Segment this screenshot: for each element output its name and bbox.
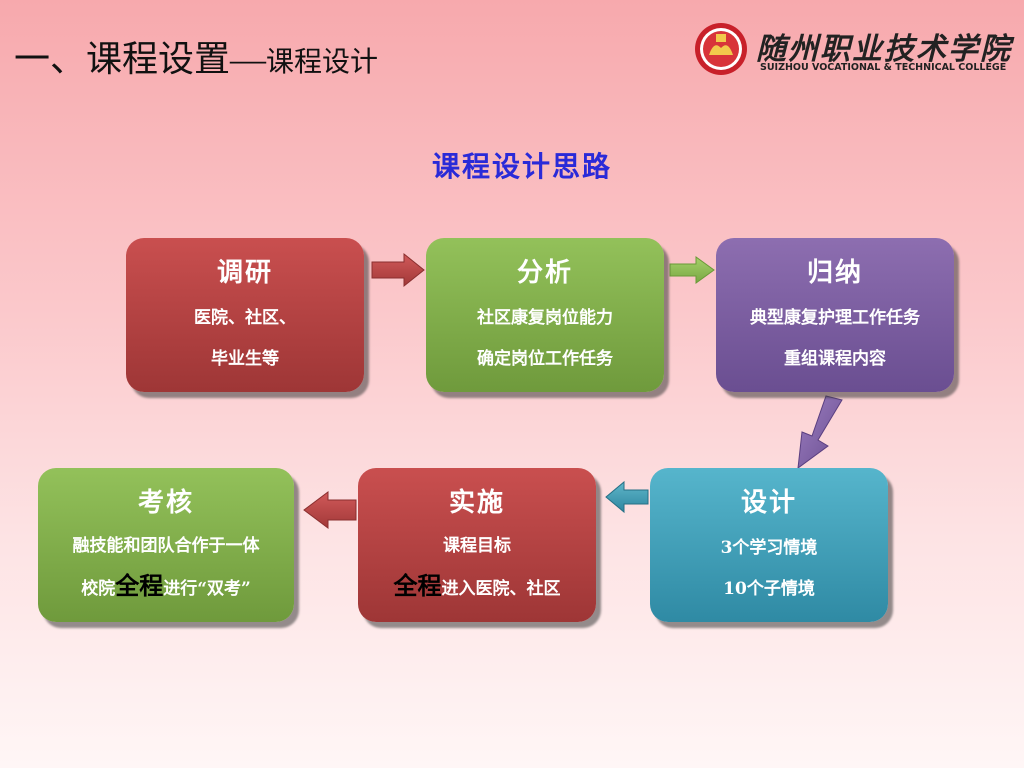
step-title-analysis: 分析 bbox=[516, 258, 573, 288]
step-line2-assess-rest: 进行“双考” bbox=[163, 579, 251, 599]
step-box-implement: 实施 课程目标 全程进入医院、社区 bbox=[358, 468, 596, 622]
title-sub: 课程设计 bbox=[266, 47, 379, 78]
logo-english-name: SUIZHOU VOCATIONAL & TECHNICAL COLLEGE bbox=[760, 62, 1007, 73]
step-line2-implement-rest: 进入医院、社区 bbox=[441, 579, 561, 599]
step-box-design: 设计 3个学习情境 10个子情境 bbox=[650, 468, 888, 622]
step-title-assess: 考核 bbox=[137, 488, 194, 518]
step-title-design: 设计 bbox=[740, 488, 797, 518]
emphasis-full-process-assess: 全程 bbox=[115, 571, 164, 600]
slide-title: 一、课程设置—课程设计 bbox=[14, 30, 378, 82]
step-title-implement: 实施 bbox=[448, 488, 505, 518]
college-emblem-icon bbox=[695, 23, 747, 75]
step-title-summary: 归纳 bbox=[806, 258, 863, 288]
college-logo: 随州职业技术学院 SUIZHOU VOCATIONAL & TECHNICAL … bbox=[694, 20, 1014, 80]
step-line2-summary: 重组课程内容 bbox=[784, 349, 886, 369]
step-line2-analysis: 确定岗位工作任务 bbox=[477, 349, 613, 369]
step-line1-design: 3个学习情境 bbox=[720, 538, 818, 558]
arrow-implement-to-assess bbox=[303, 491, 357, 529]
step-line1-implement: 课程目标 bbox=[443, 536, 511, 556]
step-line2-implement: 全程进入医院、社区 bbox=[358, 566, 596, 601]
step-box-analysis: 分析 社区康复岗位能力 确定岗位工作任务 bbox=[426, 238, 664, 392]
step-line2-design: 10个子情境 bbox=[723, 579, 815, 599]
step-line1-summary: 典型康复护理工作任务 bbox=[750, 308, 920, 328]
arrow-analysis-to-summary bbox=[669, 256, 715, 284]
arrow-summary-to-design bbox=[797, 395, 843, 470]
step-line2-survey: 毕业生等 bbox=[211, 349, 279, 369]
title-main: 一、课程设置— bbox=[14, 39, 267, 79]
logo-chinese-name: 随州职业技术学院 bbox=[756, 32, 1012, 67]
step-line1-analysis: 社区康复岗位能力 bbox=[477, 308, 613, 328]
step-line2-assess: 校院全程进行“双考” bbox=[38, 566, 294, 601]
step-box-assess: 考核 融技能和团队合作于一体 校院全程进行“双考” bbox=[38, 468, 294, 622]
arrow-survey-to-analysis bbox=[371, 252, 425, 288]
step-line1-survey: 医院、社区、 bbox=[194, 308, 296, 328]
emphasis-full-process: 全程 bbox=[393, 571, 442, 600]
arrow-design-to-implement bbox=[605, 480, 649, 514]
step-box-summary: 归纳 典型康复护理工作任务 重组课程内容 bbox=[716, 238, 954, 392]
step-box-survey: 调研 医院、社区、 毕业生等 bbox=[126, 238, 364, 392]
step-line1-assess: 融技能和团队合作于一体 bbox=[72, 536, 260, 556]
section-heading: 课程设计思路 bbox=[431, 150, 612, 183]
step-line2-assess-pre: 校院 bbox=[81, 579, 116, 599]
step-title-survey: 调研 bbox=[216, 258, 273, 288]
